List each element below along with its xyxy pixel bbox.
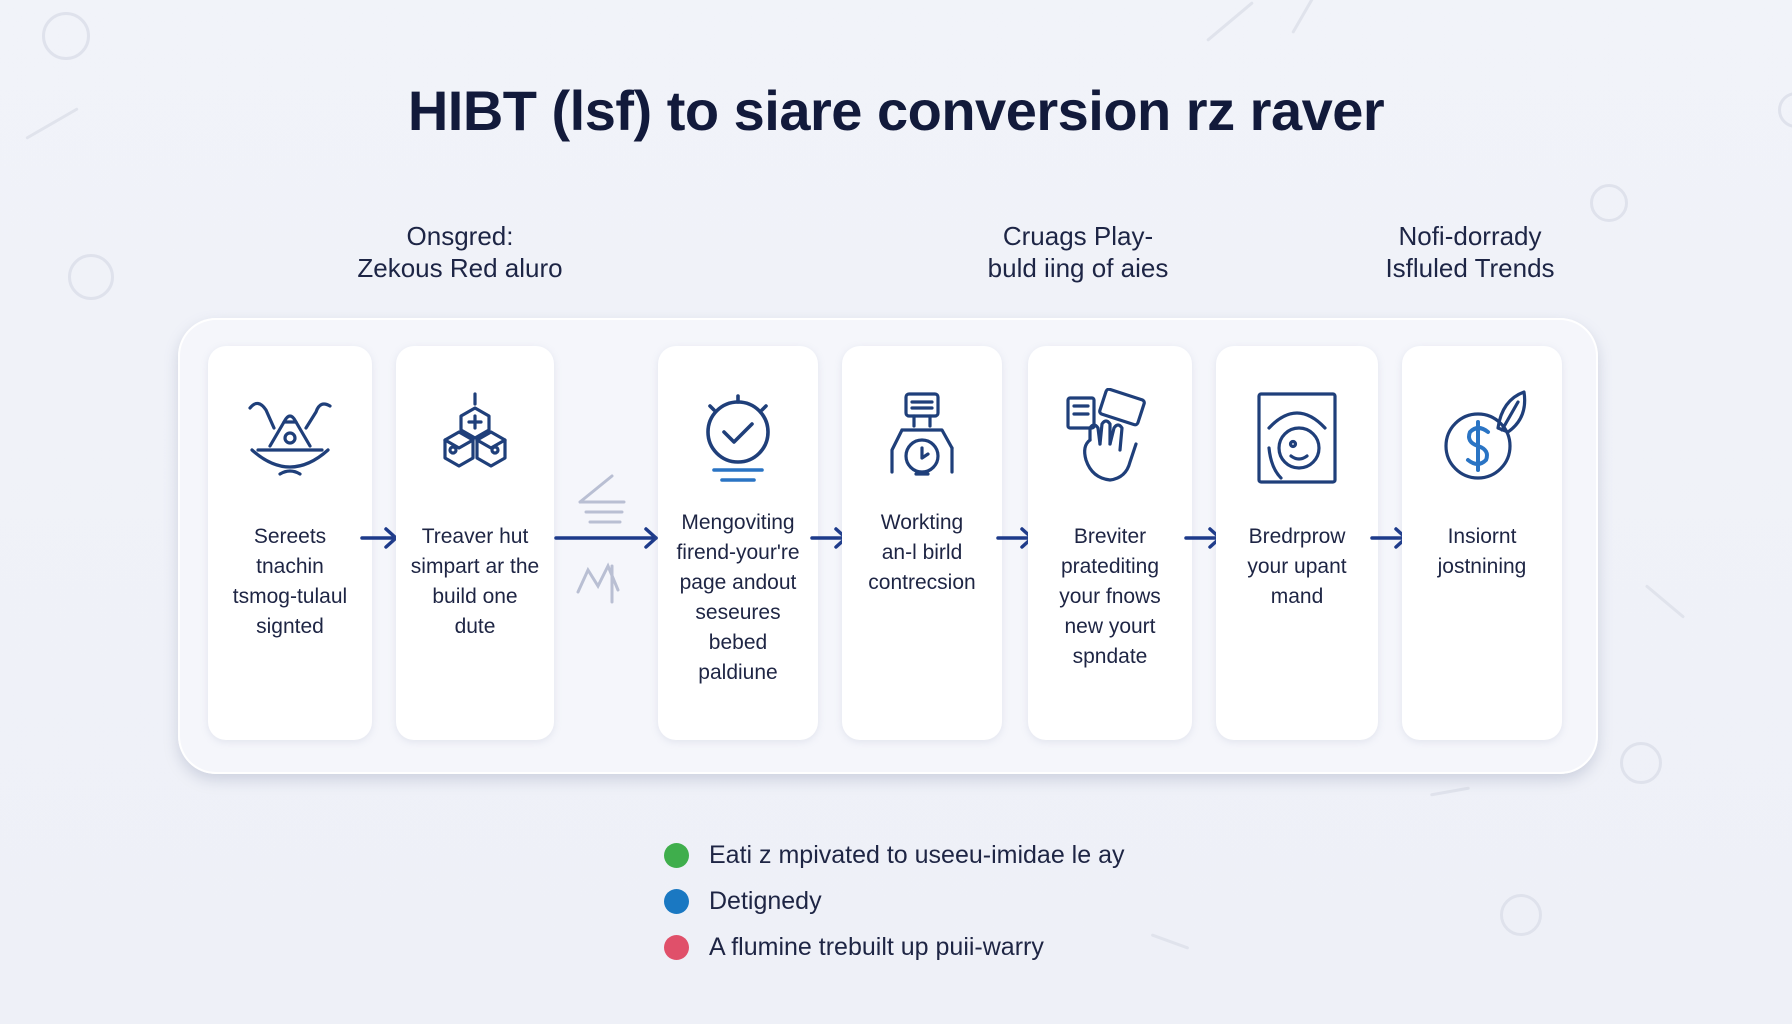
group-label-1: Onsgred: Zekous Red aluro xyxy=(330,220,590,284)
label-line: tsmog-tulaul xyxy=(232,585,348,608)
step-label: Workting an-l birld contrecsion xyxy=(850,508,994,598)
group-label-3: Nofi-dorrady Isfluled Trends xyxy=(1340,220,1600,284)
decor-line xyxy=(1150,933,1190,950)
step-label: Insiornt jostnining xyxy=(1410,522,1554,582)
label-line: seseures xyxy=(695,601,781,624)
face-frame-icon xyxy=(1257,392,1337,484)
legend-label: Detignedy xyxy=(709,886,822,915)
diagram-title: HIBT (lsf) to siare conversion rz raver xyxy=(407,79,1385,142)
legend-item: Eati z mpivated to useeu-imidae le ay xyxy=(664,832,1125,878)
step-label: Breviter pratediting your fnows new your… xyxy=(1036,522,1184,672)
group-label-line: Cruags Play- xyxy=(1002,221,1154,251)
legend-item: Detignedy xyxy=(664,878,1125,924)
decor-circle xyxy=(1590,184,1628,222)
label-line: bebed xyxy=(708,631,768,654)
step-label: Mengoviting firend-your're page andout s… xyxy=(666,508,810,688)
label-line: Workting xyxy=(880,511,964,534)
label-line: spndate xyxy=(1072,645,1148,668)
decor-circle xyxy=(68,254,114,300)
label-line: dute xyxy=(454,615,496,638)
step-card-3: Mengoviting firend-your're page andout s… xyxy=(658,346,818,740)
bowl-icon xyxy=(248,401,332,476)
step-label: Sereets tnachin tsmog-tulaul signted xyxy=(216,522,364,642)
step-card-7: Insiornt jostnining xyxy=(1402,346,1562,740)
label-line: new yourt xyxy=(1064,615,1156,638)
check-gauge-icon xyxy=(706,394,770,482)
label-line: paldiune xyxy=(698,661,778,684)
legend-dot-red xyxy=(664,934,689,960)
label-line: signted xyxy=(256,615,324,638)
label-line: an-l birld xyxy=(881,541,963,564)
label-line: mand xyxy=(1270,585,1324,608)
label-line: jostnining xyxy=(1437,555,1527,578)
decor-circle xyxy=(1620,742,1662,784)
label-line: your fnows xyxy=(1059,585,1161,608)
step-card-4: Workting an-l birld contrecsion xyxy=(842,346,1002,740)
step-card-5: Breviter pratediting your fnows new your… xyxy=(1028,346,1192,740)
blocks-icon xyxy=(443,392,507,468)
label-line: pratediting xyxy=(1060,555,1160,578)
label-line: Bredrprow xyxy=(1248,525,1346,548)
decor-line xyxy=(1206,1,1254,42)
step-label: Treaver hut simpart ar the build one dut… xyxy=(404,522,546,642)
dollar-leaf-icon xyxy=(1444,390,1527,480)
decor-circle xyxy=(1500,894,1542,936)
legend-label: A flumine trebuilt up puii-warry xyxy=(709,932,1044,961)
step-card-2: Treaver hut simpart ar the build one dut… xyxy=(396,346,554,740)
decor-line xyxy=(1644,584,1686,619)
hand-card-icon xyxy=(1066,388,1146,482)
arrow-right-long-icon xyxy=(554,527,658,549)
group-label-2: Cruags Play- buld iing of aies xyxy=(948,220,1208,284)
step-card-1: Sereets tnachin tsmog-tulaul signted xyxy=(208,346,372,740)
legend-label: Eati z mpivated to useeu-imidae le ay xyxy=(709,840,1125,869)
label-line: Insiornt xyxy=(1447,525,1517,548)
label-line: contrecsion xyxy=(868,571,976,594)
label-line: Sereets xyxy=(253,525,327,548)
group-label-line: Zekous Red aluro xyxy=(357,253,563,283)
label-line: simpart ar the xyxy=(410,555,540,578)
legend-dot-blue xyxy=(664,888,689,914)
label-line: build one xyxy=(432,585,518,608)
decor-circle xyxy=(42,12,90,60)
label-line: Treaver hut xyxy=(421,525,529,548)
label-line: your upant xyxy=(1247,555,1347,578)
legend: Eati z mpivated to useeu-imidae le ay De… xyxy=(664,832,1125,970)
label-line: Mengoviting xyxy=(681,511,795,534)
group-label-line: buld iing of aies xyxy=(987,253,1169,283)
group-label-line: Isfluled Trends xyxy=(1385,253,1555,283)
step-card-6: Bredrprow your upant mand xyxy=(1216,346,1378,740)
robot-icon xyxy=(890,392,954,476)
legend-dot-green xyxy=(664,842,689,868)
decor-line xyxy=(1291,0,1319,34)
group-label-line: Onsgred: xyxy=(406,221,514,251)
legend-item: A flumine trebuilt up puii-warry xyxy=(664,924,1125,970)
label-line: page andout xyxy=(679,571,797,594)
group-label-line: Nofi-dorrady xyxy=(1398,221,1542,251)
label-line: Breviter xyxy=(1073,525,1147,548)
decor-line xyxy=(1430,786,1470,797)
faint-scribble-icon xyxy=(576,474,626,604)
label-line: firend-your're xyxy=(676,541,800,564)
step-label: Bredrprow your upant mand xyxy=(1224,522,1370,612)
label-line: tnachin xyxy=(256,555,324,578)
